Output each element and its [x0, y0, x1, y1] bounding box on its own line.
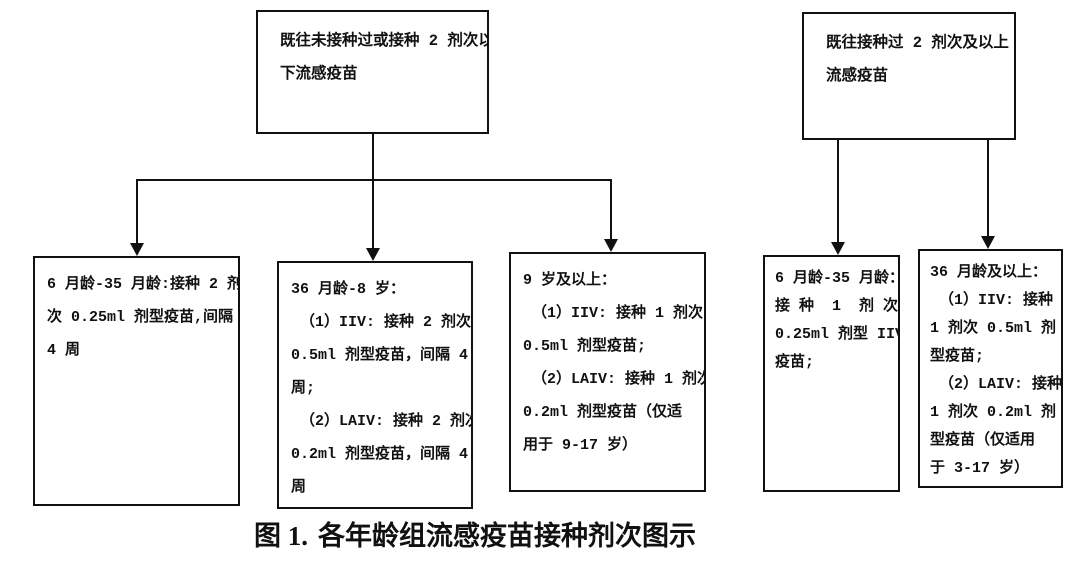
box-text-line: （1）IIV: 接种 1 剂次	[523, 305, 704, 322]
dose-box-6-35-months-2-doses: 6 月龄-35 月龄:接种 2 剂 次 0.25ml 剂型疫苗,间隔 4 周	[33, 256, 240, 506]
box-text-line: 6 月龄-35 月龄:接种 2 剂	[47, 276, 240, 293]
box-text-line: 下流感疫苗	[280, 65, 358, 83]
box-text-line: （1）IIV: 接种	[930, 292, 1054, 309]
box-text-line: 6 月龄-35 月龄：	[775, 270, 900, 287]
box-text-line: （2）LAIV: 接种 2 剂次	[291, 413, 473, 430]
arrowhead-down-icon	[831, 242, 845, 255]
box-text-line: （2）LAIV: 接种 1 剂次	[523, 371, 706, 388]
box-text-line: 既往接种过 2 剂次及以上	[826, 34, 1009, 52]
box-text-line: 36 月龄-8 岁：	[291, 281, 406, 298]
figure-caption-text: 各年龄组流感疫苗接种剂次图示	[318, 521, 696, 551]
condition-box-2-or-more-doses: 既往接种过 2 剂次及以上 流感疫苗	[802, 12, 1016, 140]
dose-box-36-months-and-above: 36 月龄及以上： （1）IIV: 接种 1 剂次 0.5ml 剂 型疫苗; （…	[918, 249, 1063, 488]
box-text-line: 型疫苗;	[930, 348, 985, 365]
arrowhead-down-icon	[604, 239, 618, 252]
box-text-line: 疫苗;	[775, 354, 815, 371]
box-text-line: 用于 9-17 岁）	[523, 437, 638, 454]
dose-box-36-months-8-years: 36 月龄-8 岁： （1）IIV: 接种 2 剂次 0.5ml 剂型疫苗，间隔…	[277, 261, 473, 509]
box-text-line: 0.25ml 剂型 IIV	[775, 326, 900, 343]
box-text-line: （1）IIV: 接种 2 剂次	[291, 314, 472, 331]
box-text-line: 0.5ml 剂型疫苗，间隔 4	[291, 347, 469, 364]
box-text-line: 36 月龄及以上：	[930, 264, 1048, 281]
box-text-line: 型疫苗（仅适用	[930, 432, 1036, 449]
arrowhead-down-icon	[981, 236, 995, 249]
figure-caption-label: 图 1.	[254, 521, 308, 551]
arrowhead-down-icon	[366, 248, 380, 261]
box-text-line: 于 3-17 岁）	[930, 460, 1030, 477]
box-text-line: 周	[291, 479, 307, 496]
box-text-line: 9 岁及以上：	[523, 272, 617, 289]
box-text-line: 0.2ml 剂型疫苗，间隔 4	[291, 446, 469, 463]
box-text-line: 接 种 1 剂 次	[775, 298, 899, 315]
condition-box-unvaccinated-or-under-2-doses: 既往未接种过或接种 2 剂次以 下流感疫苗	[256, 10, 489, 134]
figure-caption: 图 1. 各年龄组流感疫苗接种剂次图示	[0, 514, 950, 553]
box-text-line: 周;	[291, 380, 316, 397]
box-text-line: 0.5ml 剂型疫苗;	[523, 338, 647, 355]
arrowhead-down-icon	[130, 243, 144, 256]
dose-box-9-years-and-above: 9 岁及以上： （1）IIV: 接种 1 剂次 0.5ml 剂型疫苗; （2）L…	[509, 252, 706, 492]
box-text-line: 流感疫苗	[826, 67, 889, 85]
box-text-line: 次 0.25ml 剂型疫苗,间隔	[47, 309, 234, 326]
box-text-line: 1 剂次 0.2ml 剂	[930, 404, 1057, 421]
dose-box-6-35-months-1-dose: 6 月龄-35 月龄： 接 种 1 剂 次 0.25ml 剂型 IIV 疫苗;	[763, 255, 900, 492]
box-text-line: 既往未接种过或接种 2 剂次以	[280, 32, 489, 50]
box-text-line: 1 剂次 0.5ml 剂	[930, 320, 1057, 337]
box-text-line: （2）LAIV: 接种	[930, 376, 1063, 393]
box-text-line: 4 周	[47, 342, 81, 359]
box-text-line: 0.2ml 剂型疫苗（仅适	[523, 404, 683, 421]
